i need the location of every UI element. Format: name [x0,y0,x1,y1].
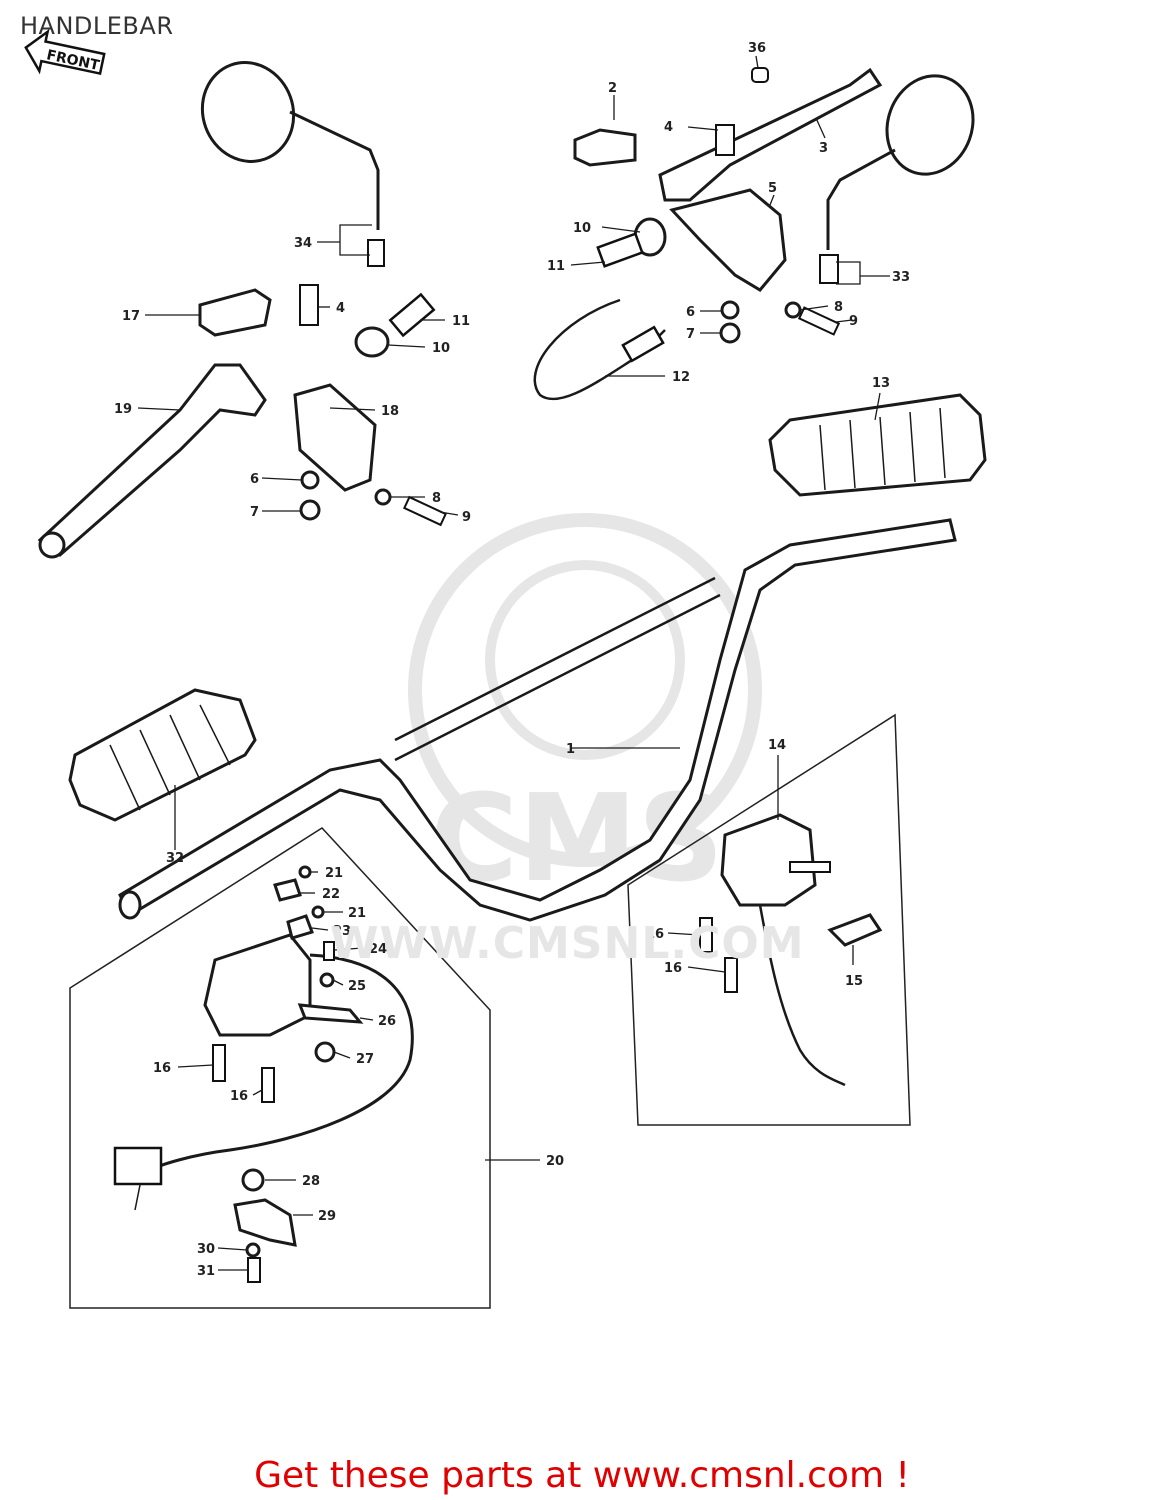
callout-21-a: 21 [325,866,343,881]
washer-8-right [784,301,802,319]
callout-36: 36 [748,41,766,56]
horn-button-29 [233,1198,297,1247]
callout-26: 26 [378,1014,396,1029]
callout-3: 3 [819,141,828,156]
callout-13: 13 [872,376,890,391]
front-brake-lever [658,67,883,202]
callout-15: 15 [845,974,863,989]
lever-pivot-bolt-left [299,284,319,326]
callout-4-left: 4 [336,301,345,316]
callout-7-right: 7 [686,327,695,342]
cable-adjuster-left [388,292,436,338]
part-27 [314,1041,336,1063]
part-21-a [298,865,312,879]
part-23 [286,914,314,940]
callout-24: 24 [369,942,387,957]
callout-27: 27 [356,1052,374,1067]
get-parts-link[interactable]: Get these parts at www.cmsnl.com ! [254,1455,910,1496]
handlebar [118,518,957,922]
callout-33: 33 [892,270,910,285]
part-26 [297,1003,364,1024]
callout-25: 25 [348,979,366,994]
nut-6-right [720,300,740,320]
brake-light-switch-lead [533,298,666,401]
cable-adjuster-right [596,232,644,268]
callout-9-right: 9 [849,314,858,329]
cap-36 [751,67,769,83]
callout-16-right-b: 16 [664,961,682,976]
right-lever-holder [669,188,787,292]
leader-lines [137,55,890,1271]
callout-16-left-b: 16 [230,1089,248,1104]
washer-8-left [374,488,392,506]
callout-14: 14 [768,738,786,753]
callout-11-left: 11 [452,314,470,329]
right-grip [768,393,987,497]
callout-11-right: 11 [547,259,565,274]
bracket-15 [827,913,883,947]
callout-7-left: 7 [250,505,259,520]
watermark-logo: CMS [408,513,762,909]
exploded-parts-diagram: CMS FRONT [24,28,987,1309]
part-25 [319,972,335,988]
bolt-9-left [403,495,447,527]
callout-20: 20 [546,1154,564,1169]
nut-7-right [719,322,741,344]
callout-10-left: 10 [432,341,450,356]
callout-28: 28 [302,1174,320,1189]
callout-9-left: 9 [462,510,471,525]
clutch-switch-left [198,288,272,337]
brake-light-switch-right [573,128,637,167]
right-switch-box [627,713,911,1126]
adjuster-nut-left [354,326,390,358]
callout-12: 12 [672,370,690,385]
callout-30: 30 [197,1242,215,1257]
callout-17: 17 [122,309,140,324]
front-arrow-icon: FRONT [24,28,106,76]
washer-30 [245,1242,261,1258]
callout-32: 32 [166,851,184,866]
right-mirror [819,74,975,284]
nut-6-left [300,470,320,490]
left-grip [68,688,257,822]
callout-1: 1 [566,742,575,757]
callout-29: 29 [318,1209,336,1224]
lever-pivot-bolt-right [715,124,735,156]
screw-16-right-b [724,957,738,993]
right-switch-housing [720,813,846,1087]
callout-8-left: 8 [432,491,441,506]
left-lever-holder [293,383,377,492]
callout-6-left: 6 [250,472,259,487]
callout-5: 5 [768,181,777,196]
callout-18: 18 [381,404,399,419]
clutch-lever [37,363,267,557]
part-22 [273,878,302,902]
left-mirror [200,61,385,267]
callout-16-left-a: 16 [153,1061,171,1076]
callout-2: 2 [608,81,617,96]
screw-16-left-b [261,1067,275,1103]
part-21-b [311,905,325,919]
callout-34: 34 [294,236,312,251]
callout-16-right-a: 16 [646,927,664,942]
callout-22: 22 [322,887,340,902]
screw-16-left-a [212,1044,226,1082]
left-switch-housing [113,933,414,1211]
callout-23: 23 [333,924,351,939]
callout-6-right: 6 [686,305,695,320]
watermark-url: WWW.CMSNL.COM [330,918,805,969]
callout-10-right: 10 [573,221,591,236]
left-switch-box [69,827,491,1309]
part-24 [323,941,335,961]
callout-19: 19 [114,402,132,417]
nut-7-left [299,499,321,521]
screw-31 [247,1257,261,1283]
callout-8-right: 8 [834,300,843,315]
bolt-9-right [797,306,841,336]
callout-4-right: 4 [664,120,673,135]
callout-31: 31 [197,1264,215,1279]
callout-21-b: 21 [348,906,366,921]
part-28 [241,1168,265,1192]
